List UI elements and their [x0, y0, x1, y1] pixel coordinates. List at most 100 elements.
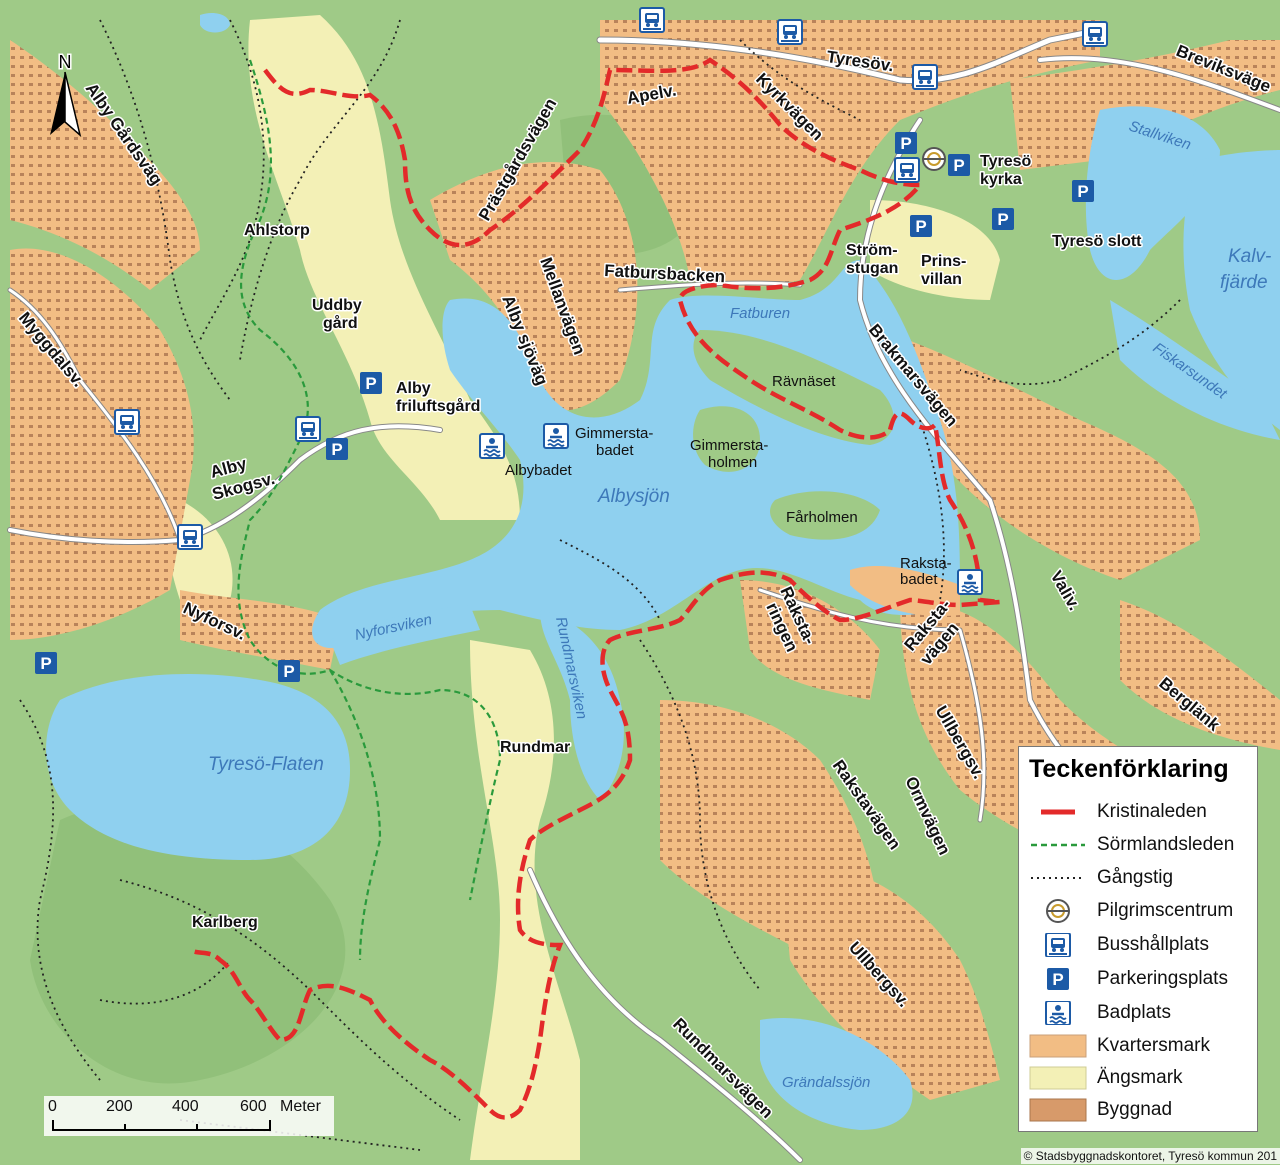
bus-stop-icon[interactable] [912, 64, 938, 90]
bus-stop-icon [1045, 933, 1071, 957]
legend-item-pilgrimscentrum: Pilgrimscentrum [1019, 896, 1257, 926]
place-label-gimmerstabadet-2: badet [596, 442, 634, 459]
black-dotted-line-icon [1031, 877, 1085, 879]
green-dashed-line-icon [1031, 843, 1085, 847]
scale-line [52, 1120, 271, 1131]
legend-item-kristinaleden: Kristinaleden [1019, 797, 1257, 827]
bus-stop-icon[interactable] [114, 409, 140, 435]
residential-area [600, 20, 1100, 288]
scale-bar: 0 200 400 600 Meter [44, 1096, 334, 1136]
residential-area [10, 40, 200, 290]
legend-label: Busshållplats [1097, 934, 1209, 955]
bus-stop-icon[interactable] [177, 524, 203, 550]
legend-item-gangstig: Gångstig [1019, 863, 1257, 893]
legend-label: Parkeringsplats [1097, 968, 1228, 989]
scale-tick: 600 [240, 1098, 267, 1115]
water-label-kalvfjarden-1: Kalv- [1228, 246, 1271, 267]
water-label-grandalssjon: Grändalssjön [782, 1074, 870, 1091]
legend-item-busshallplats: Busshållplats [1019, 930, 1257, 960]
trail-kristinaleden [188, 57, 1001, 1120]
water-label-fatburen: Fatburen [730, 305, 790, 322]
peninsula-ravnaset [693, 330, 894, 445]
scale-unit: Meter [280, 1098, 321, 1115]
parking-icon[interactable] [992, 208, 1014, 230]
legend-label: Sörmlandsleden [1097, 834, 1235, 855]
swimming-icon[interactable] [542, 422, 570, 450]
place-label-gimmerstaholmen-2: holmen [708, 454, 757, 471]
place-label-rakstabadet-1: Raksta- [900, 555, 952, 572]
bay-nyforsviken [330, 605, 480, 665]
scale-tick: 400 [172, 1098, 199, 1115]
meadow-area [248, 15, 520, 520]
lake-grandalssjon [760, 1018, 913, 1130]
parking-icon[interactable] [895, 132, 917, 154]
place-label-tyresokyrka-2: kyrka [980, 171, 1022, 188]
meadow-area [870, 200, 1000, 300]
bus-stop-icon[interactable] [894, 157, 920, 183]
legend-label: Gångstig [1097, 867, 1174, 888]
parking-icon[interactable] [326, 438, 348, 460]
residential-area [180, 590, 340, 670]
place-label-farholmen: Fårholmen [786, 509, 858, 526]
legend-label: Kvartersmark [1097, 1035, 1210, 1056]
bus-stop-icon[interactable] [639, 7, 665, 33]
place-label-stromstugan-1: Ström- [846, 242, 898, 259]
place-labels: Ahlstorp Uddby gård Alby friluftsgård Al… [191, 152, 1144, 933]
water-label-tyresoflaten: Tyresö-Flaten [208, 754, 324, 775]
place-label-prinsvillan-1: Prins- [921, 253, 966, 270]
trail-sormlandsleden [237, 59, 502, 961]
residential-area [430, 161, 638, 411]
place-label-uddbygard-2: gård [323, 314, 358, 332]
parking-icon [1047, 968, 1069, 990]
bus-stop-icon[interactable] [295, 416, 321, 442]
place-label-albyfriluftsgard-2: friluftsgård [396, 397, 480, 415]
place-label-stromstugan-2: stugan [846, 260, 898, 277]
legend-label: Pilgrimscentrum [1097, 900, 1234, 921]
parking-icon[interactable] [35, 652, 57, 674]
swimming-icon [1044, 1001, 1072, 1025]
place-label-tyresokyrka-1: Tyresö [980, 153, 1032, 170]
brown-area-icon [1029, 1098, 1087, 1122]
legend: Teckenförklaring Kristinaleden Sörmlands… [1018, 746, 1258, 1132]
place-label-ahlstorp: Ahlstorp [244, 222, 310, 239]
legend-title: Teckenförklaring [1029, 755, 1229, 783]
scale-tick: 200 [106, 1098, 133, 1115]
bay-stallviken [1085, 106, 1220, 280]
road-network [7, 26, 1280, 1163]
place-label-uddbygard-1: Uddby [312, 297, 362, 314]
residential-area [1120, 600, 1280, 750]
legend-label: Ängsmark [1097, 1067, 1183, 1088]
residential-area [1010, 40, 1280, 170]
place-label-prinsvillan-2: villan [921, 271, 962, 288]
residential-area [850, 320, 1200, 580]
swimming-icon[interactable] [956, 568, 984, 596]
north-label: N [59, 52, 72, 72]
bay-kalvfjarden [1183, 150, 1280, 430]
legend-item-parkeringsplats: Parkeringsplats [1019, 964, 1257, 994]
parking-icon[interactable] [948, 154, 970, 176]
island-gimmerstaholmen [693, 406, 760, 472]
orange-area-icon [1029, 1034, 1087, 1058]
water-label-albysjon: Albysjön [597, 486, 670, 507]
bus-stop-icon[interactable] [1082, 21, 1108, 47]
bus-stop-icon[interactable] [777, 19, 803, 45]
lake-small [200, 13, 230, 33]
legend-label: Kristinaleden [1097, 801, 1207, 822]
place-label-rundmar: Rundmar [500, 739, 570, 756]
place-label-gimmerstaholmen-1: Gimmersta- [690, 437, 768, 454]
place-label-rakstabadet-2: badet [900, 571, 938, 588]
yellow-area-icon [1029, 1066, 1087, 1090]
legend-label: Byggnad [1097, 1099, 1173, 1120]
strait-fiskarsundet [1110, 300, 1280, 440]
parking-icon[interactable] [278, 660, 300, 682]
parking-icon[interactable] [910, 215, 932, 237]
lake-tyresoflaten [46, 674, 351, 860]
parking-icon[interactable] [1072, 180, 1094, 202]
swimming-icon[interactable] [478, 432, 506, 460]
forest-area [30, 800, 346, 1084]
pilgrim-icon[interactable] [922, 147, 946, 171]
place-label-karlberg: Karlberg [192, 914, 258, 931]
parking-icon[interactable] [360, 372, 382, 394]
place-label-tyresoslott: Tyresö slott [1052, 233, 1142, 250]
